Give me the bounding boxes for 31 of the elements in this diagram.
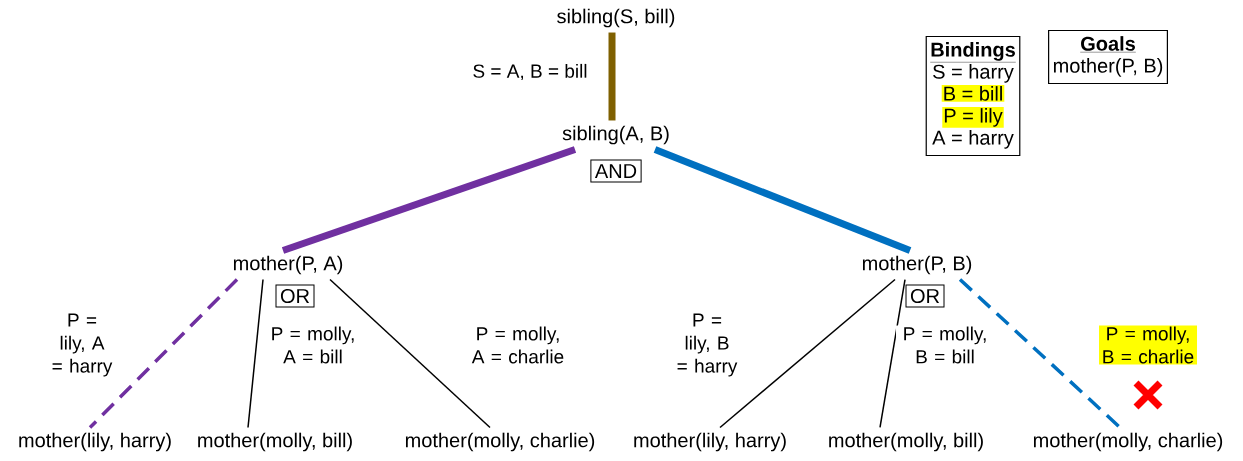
bindings-panel: Bindings S = harry B = bill P = lily A = harry [925,35,1021,157]
edge-label: S = A, B = bill [471,62,589,82]
edge-label: P = molly, A = charlie [469,325,567,365]
operator-box: OR [905,284,945,308]
edge-label: P = lily, B = harry [668,312,746,378]
term-label: mother(molly, bill) [198,432,352,452]
edge-label: P = molly, B = bill [896,325,994,365]
term-label: mother(P, A) [233,255,343,275]
term-label: mother(lily, harry) [634,432,786,452]
term-label: mother(molly, charlie) [405,432,595,452]
term-label: mother(P, B) [862,255,972,275]
term-label: mother(molly, bill) [829,432,983,452]
term-label: mother(lily, harry) [19,432,171,452]
connector [608,32,616,121]
connector [879,278,906,429]
operator-box: OR [275,284,315,308]
term-label: mother(molly, charlie) [1033,432,1223,452]
goals-panel: Goals mother(P, B) [1048,29,1168,85]
connector [247,278,264,429]
term-label: sibling(S, bill) [557,8,675,28]
term-label: sibling(A, B) [562,125,669,145]
edge-label: P = molly, A = bill [264,325,362,365]
edge-label: P = lily, A = harry [43,312,121,378]
connector [281,146,577,254]
connector [958,278,1122,429]
connector [329,278,491,429]
connector [653,146,912,254]
connector [719,278,896,429]
operator-box: AND [590,159,642,183]
connector [88,278,239,429]
edge-label: P = molly, B = charlie [1099,325,1197,365]
